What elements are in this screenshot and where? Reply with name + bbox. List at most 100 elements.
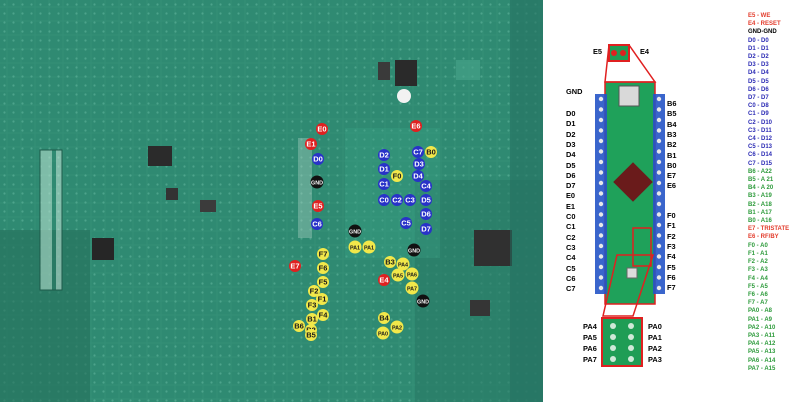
edge-connector [39, 149, 63, 291]
left-pin-label-d4: D4 [566, 150, 576, 160]
legend-entry: D2 - D2 [748, 54, 769, 61]
legend-entry: F5 - A5 [748, 283, 768, 290]
pcb-marker-dot [312, 153, 324, 165]
right-pin-label-b1: B1 [667, 150, 677, 160]
board-pin-hole [598, 233, 604, 238]
bottom-header [601, 317, 643, 367]
pcb-marker-label: F1 [318, 295, 327, 304]
board-pin-hole [598, 243, 604, 249]
chip [148, 146, 172, 166]
pcb-marker-label: E4 [379, 276, 389, 285]
legend-entry: F6 - A6 [748, 291, 768, 298]
pcb-marker-dot [316, 293, 328, 305]
board-pin-hole [598, 107, 604, 112]
pcb-marker-label: F2 [310, 287, 319, 296]
chip [470, 300, 490, 316]
pcb-marker-dot [305, 138, 317, 150]
pcb-marker-label: C2 [392, 196, 402, 205]
bottom-left-pin-label-pa6: PA6 [583, 344, 597, 353]
pcb-marker-dot [378, 274, 390, 286]
pcb-marker-dot [305, 329, 317, 341]
legend-entry: PA4 - A12 [748, 341, 776, 348]
pcb-marker-dot [308, 285, 320, 297]
legend-entry: B1 - A17 [748, 209, 772, 216]
pcb-marker-label: B3 [385, 258, 395, 267]
pcb-marker-dot [378, 194, 390, 206]
legend-entry: F3 - A3 [748, 267, 768, 274]
board-pin-hole [656, 212, 662, 217]
board-pin-hole [656, 191, 662, 196]
pcb-marker-dot [378, 163, 390, 175]
header-pin [628, 334, 634, 340]
right-pin-label-f6: F6 [667, 272, 676, 282]
legend-entry: D4 - D4 [748, 70, 769, 77]
pcb-marker-dot [384, 256, 396, 268]
board-pin-hole [656, 243, 662, 249]
pcb-marker-label: PA2 [392, 326, 402, 332]
pcb-marker-label: PA1 [364, 246, 374, 252]
pcb-marker-label: B6 [294, 322, 304, 331]
pcb-marker-dot [391, 194, 403, 206]
left-pin-label-c5: C5 [566, 263, 576, 273]
pcb-marker-dot [425, 146, 437, 158]
pcb-marker-dot [293, 320, 305, 332]
right-pin-label-b6: B6 [667, 99, 677, 108]
top-label-e5: E5 [593, 47, 603, 56]
top-label-e4: E4 [640, 47, 650, 56]
left-pin-label-d0: D0 [566, 109, 576, 118]
pcb-marker-dot [362, 240, 376, 254]
left-pin-label-e0: E0 [566, 191, 576, 201]
legend-entry: C6 - D14 [748, 152, 773, 159]
board-pin-hole [598, 285, 604, 291]
right-pin-label-f3: F3 [667, 241, 676, 251]
pcb-marker-label: F3 [308, 301, 317, 310]
pcb-marker-dot [405, 281, 419, 295]
board-pin-hole [598, 275, 604, 280]
legend-entry: D7 - D7 [748, 95, 769, 102]
legend-entry: C1 - D9 [748, 111, 769, 118]
legend-entry: PA3 - A11 [748, 332, 776, 339]
left-pin-label-d1: D1 [566, 119, 576, 129]
pcb-marker-label: C5 [401, 219, 411, 228]
pcb-marker-dot [390, 320, 404, 334]
pcb-marker-dot [311, 218, 323, 230]
pcb-marker-label: D5 [421, 196, 431, 205]
pcb-marker-dot [317, 276, 329, 288]
left-pin-label-d7: D7 [566, 181, 576, 191]
pcb-marker-label: D0 [313, 155, 323, 164]
board-pin-hole [598, 159, 604, 165]
legend-entry: B0 - A16 [748, 218, 772, 225]
board-pin-hole [656, 254, 662, 259]
pcb-marker-label: GND [311, 181, 323, 187]
board-pin-hole [656, 222, 662, 228]
left-pin-label-c6: C6 [566, 273, 576, 283]
pcb-marker-dot [420, 180, 432, 192]
header-pin [610, 345, 616, 351]
pcb-marker-dot [378, 312, 390, 324]
board-pin-hole [598, 254, 604, 259]
pcb-marker-label: C6 [312, 220, 322, 229]
board-pin-hole [656, 117, 662, 123]
legend-entry: PA2 - A10 [748, 324, 776, 331]
pcb-marker-label: PA4 [398, 263, 408, 269]
pcb-marker-dot [316, 123, 328, 135]
right-pin-label-f4: F4 [667, 252, 676, 262]
white-component [397, 89, 411, 103]
legend-entry: GND-GND [748, 29, 777, 36]
legend-entry: F7 - A7 [748, 300, 768, 307]
legend-entry: F4 - A4 [748, 275, 768, 282]
left-pin-label-c4: C4 [566, 253, 576, 263]
pcb-marker-label: D1 [379, 165, 389, 174]
legend-entry: PA5 - A13 [748, 349, 776, 356]
pcb-marker-dot [348, 240, 362, 254]
left-pin-label-gnd: GND [566, 87, 583, 96]
legend-entry: PA1 - A9 [748, 316, 773, 323]
left-pin-label-c2: C2 [566, 232, 576, 242]
pcb-marker-dot [412, 146, 424, 158]
pcb-marker-label: D4 [413, 172, 423, 181]
header-pin [628, 345, 634, 351]
board-pin-hole [598, 191, 604, 196]
board-pin-hole [598, 201, 604, 207]
pcb-marker-label: GND [349, 230, 361, 236]
pcb-marker-dot [289, 260, 301, 272]
